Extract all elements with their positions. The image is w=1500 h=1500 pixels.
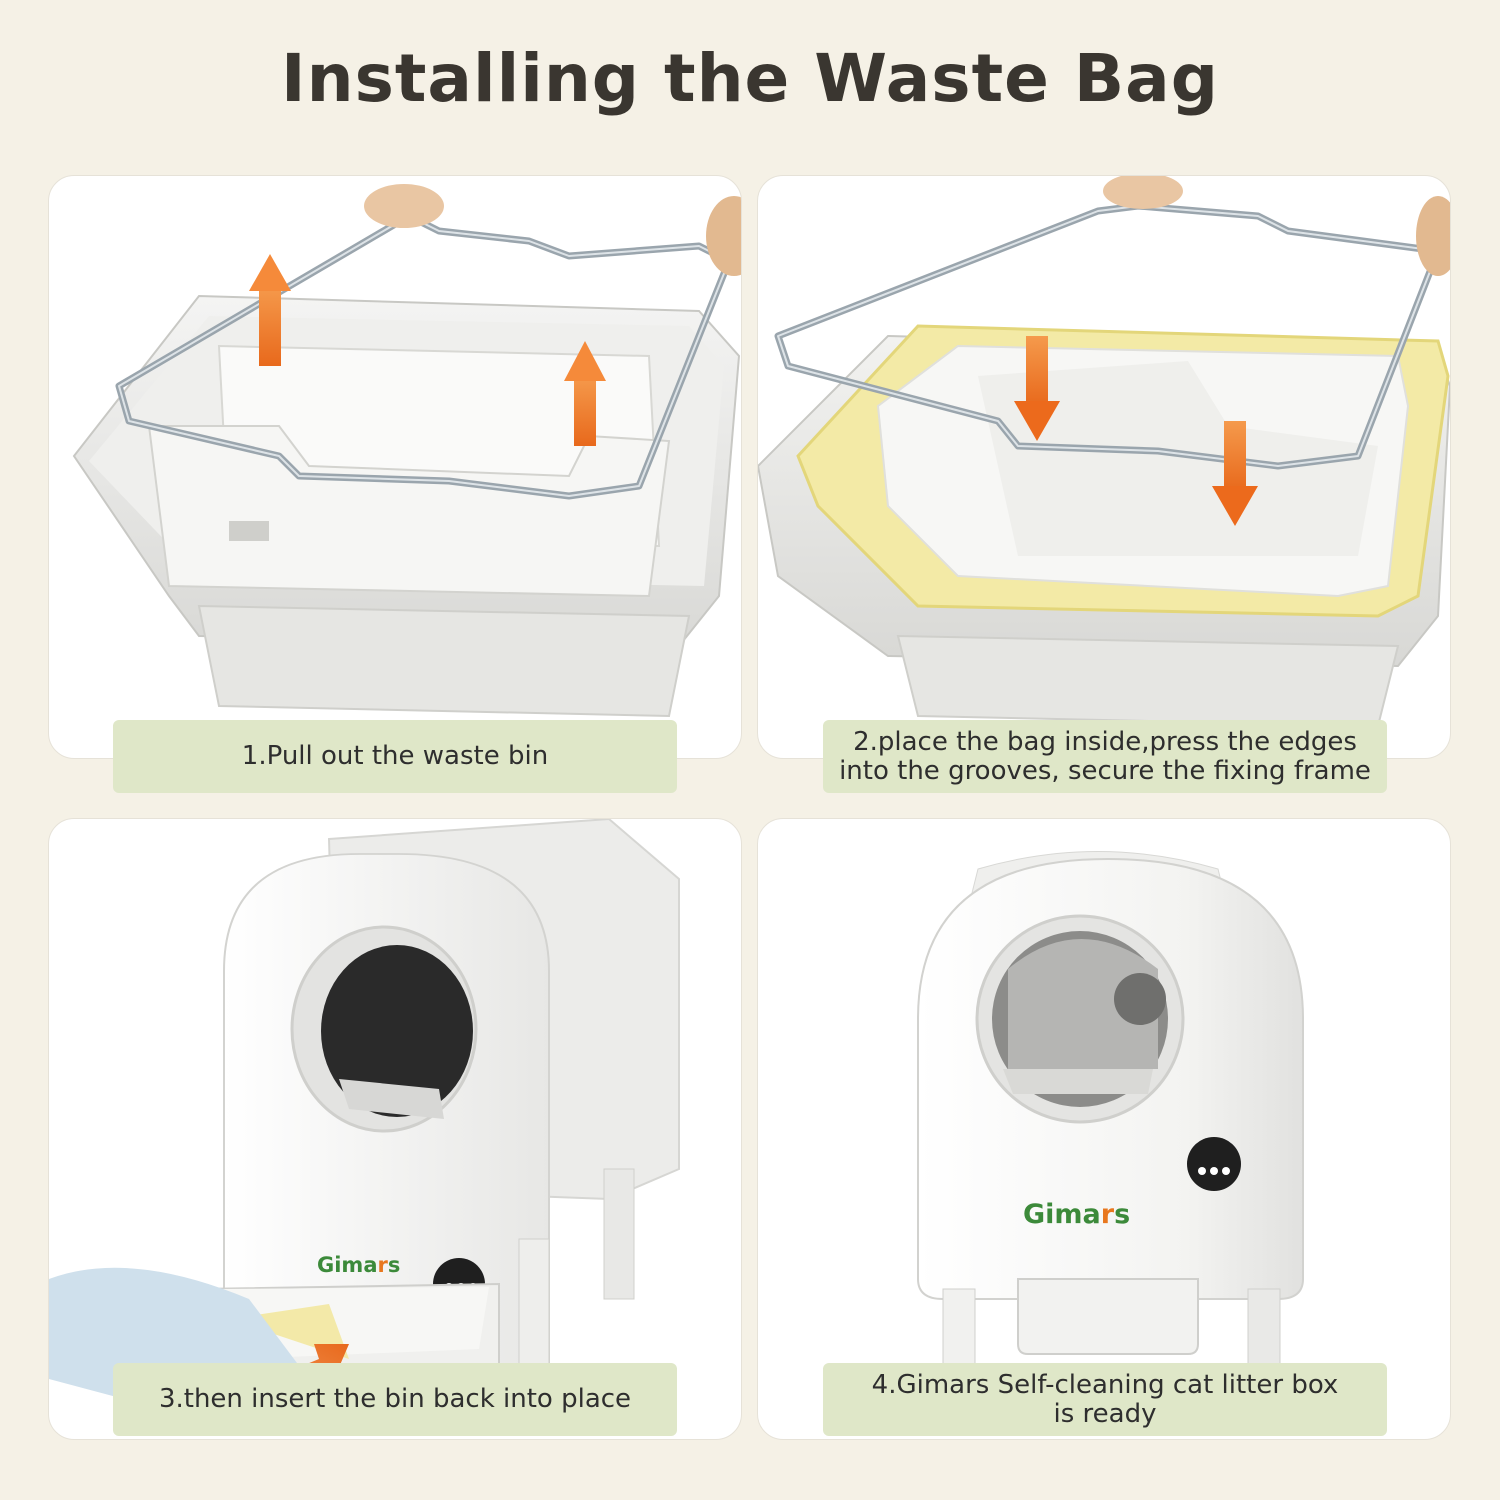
- step-1-panel: [48, 175, 742, 759]
- step-3-caption: 3.then insert the bin back into place: [113, 1363, 677, 1436]
- brand-logo: Gimars: [1023, 1199, 1131, 1230]
- up-arrow-icon: [249, 254, 291, 366]
- step-1-caption: 1.Pull out the waste bin: [113, 720, 677, 793]
- waste-bin-illustration: [72, 184, 741, 718]
- step-2-caption: 2.place the bag inside,press the edges i…: [823, 720, 1387, 793]
- litter-box-insert-illustration: [49, 819, 680, 1419]
- page-title: Installing the Waste Bag: [281, 40, 1219, 117]
- step-4-caption: 4.Gimars Self-cleaning cat litter box is…: [823, 1363, 1387, 1436]
- down-arrow-icon: [1212, 421, 1258, 526]
- bag-placement-illustration: [758, 176, 1450, 728]
- brand-logo: Gimars: [317, 1253, 401, 1277]
- step-3-panel: Gimars: [48, 818, 742, 1440]
- litter-box-ready-illustration: [917, 851, 1304, 1410]
- step-4-panel: Gimars: [757, 818, 1451, 1440]
- step-2-panel: [757, 175, 1451, 759]
- up-arrow-icon: [564, 341, 606, 446]
- down-arrow-icon: [1014, 336, 1060, 441]
